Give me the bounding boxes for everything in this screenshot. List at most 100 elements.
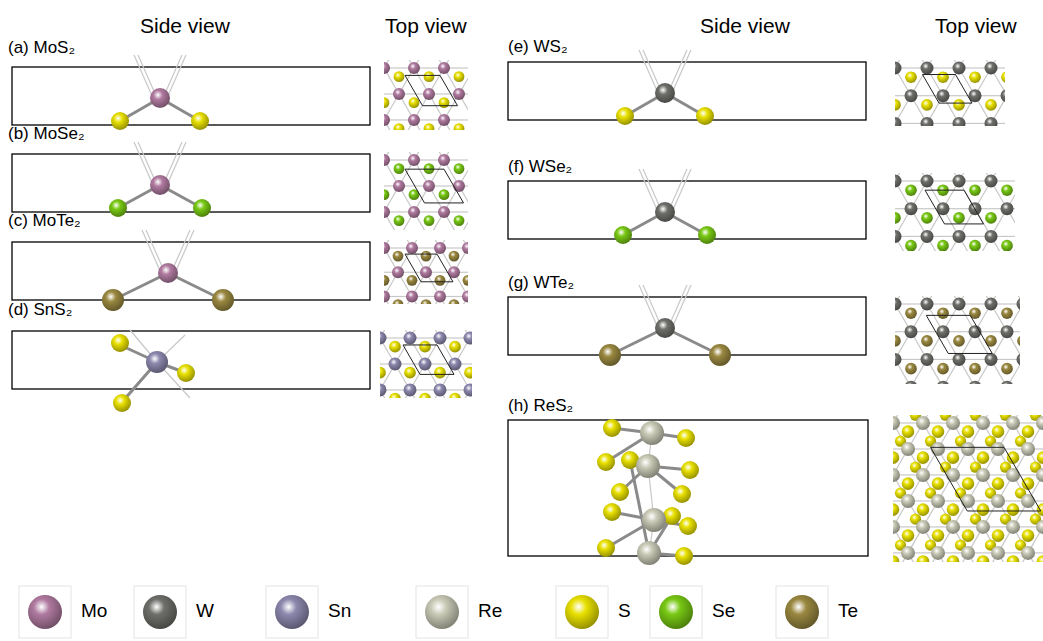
atom	[1001, 307, 1013, 319]
side-view	[12, 142, 370, 217]
atom	[393, 251, 404, 262]
top-view	[893, 415, 1043, 562]
atom	[1001, 325, 1014, 338]
atom	[985, 99, 997, 111]
legend-label: Re	[478, 601, 502, 622]
atom	[111, 334, 129, 352]
atom	[404, 367, 416, 379]
atom	[407, 275, 418, 286]
atom	[937, 307, 949, 319]
atom	[434, 332, 447, 345]
atom	[394, 71, 405, 82]
cell-box	[508, 420, 868, 556]
cell-box	[508, 62, 866, 120]
atom	[1001, 363, 1013, 375]
atom	[985, 175, 998, 188]
atom	[953, 353, 966, 366]
atom	[434, 290, 446, 302]
atom	[392, 266, 404, 278]
atom	[916, 468, 930, 482]
atom	[109, 199, 127, 217]
atom	[408, 154, 420, 166]
atom	[937, 71, 949, 83]
atom	[937, 363, 949, 375]
atom	[146, 351, 168, 373]
atom	[463, 275, 468, 286]
atom	[603, 503, 621, 521]
atom	[389, 393, 401, 398]
atom	[1022, 529, 1035, 542]
atom	[111, 112, 129, 130]
column-heading: Top view	[385, 14, 467, 37]
atom	[1001, 240, 1013, 251]
atom	[102, 289, 124, 311]
atom	[438, 114, 450, 126]
atom	[449, 251, 460, 262]
atom	[1037, 555, 1043, 562]
atom	[901, 442, 915, 456]
atom	[991, 442, 1005, 456]
top-view	[384, 60, 468, 130]
top-view	[384, 240, 468, 304]
atom	[992, 425, 1005, 438]
atom	[150, 175, 170, 195]
atom	[1001, 71, 1005, 83]
unit-cell	[405, 254, 453, 282]
atom	[462, 290, 468, 302]
atom	[454, 215, 465, 226]
atom	[384, 154, 390, 166]
unit-cell	[405, 75, 458, 105]
atom	[419, 393, 431, 398]
legend-label: Mo	[81, 601, 107, 622]
atom	[985, 230, 998, 243]
atom	[421, 251, 432, 262]
atom	[434, 383, 447, 396]
atom	[985, 62, 998, 75]
atom	[961, 546, 975, 560]
atom	[895, 335, 901, 347]
atom	[931, 546, 945, 560]
atom	[158, 263, 178, 283]
atom	[905, 71, 917, 83]
bond	[459, 60, 468, 68]
atom	[953, 99, 965, 111]
bond	[459, 152, 468, 160]
atom	[655, 202, 675, 222]
atom	[905, 184, 917, 196]
bond	[167, 55, 186, 98]
atom	[677, 429, 695, 447]
atom	[1001, 89, 1006, 102]
atom	[946, 416, 960, 430]
atom	[953, 298, 966, 311]
atom	[985, 212, 997, 224]
atom	[679, 517, 697, 535]
unit-cell	[925, 190, 984, 224]
top-view	[384, 152, 468, 230]
panel-label: (a) MoS₂	[8, 39, 75, 58]
atom	[961, 442, 975, 456]
atom	[953, 175, 966, 188]
atom	[177, 364, 195, 382]
atom	[393, 299, 404, 304]
atom	[1001, 202, 1014, 215]
atom	[384, 114, 390, 126]
cell-box	[12, 242, 370, 300]
atom	[434, 242, 446, 254]
atom	[384, 62, 390, 74]
atom	[946, 468, 960, 482]
bond	[134, 142, 153, 185]
atom	[384, 97, 389, 108]
atom	[905, 89, 918, 102]
atom	[893, 416, 900, 430]
atom	[962, 425, 975, 438]
bond	[142, 230, 161, 273]
atom	[655, 318, 675, 338]
atom	[423, 180, 435, 192]
panel-label: (b) MoSe₂	[8, 125, 85, 144]
atom	[420, 266, 432, 278]
atom	[985, 353, 998, 366]
atom	[932, 529, 945, 542]
atom	[932, 425, 945, 438]
atom	[384, 206, 390, 218]
atom	[953, 335, 965, 347]
